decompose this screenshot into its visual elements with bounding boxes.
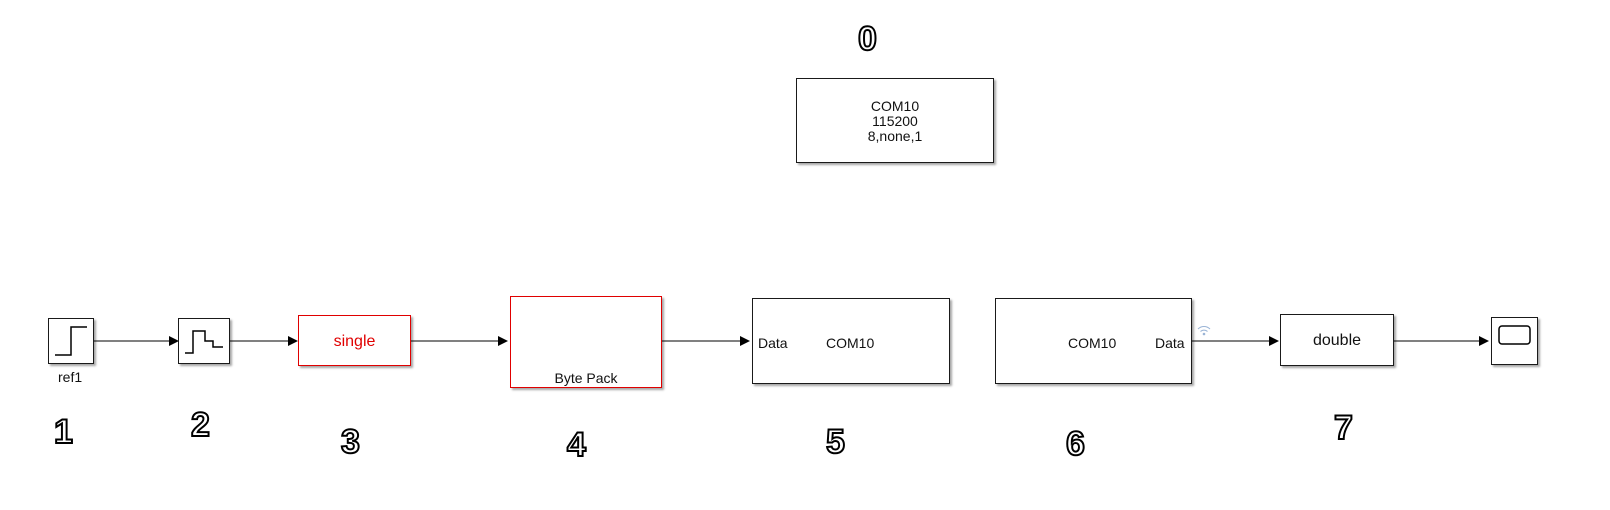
label-6: 6 [1065,425,1086,463]
convert-double-block[interactable]: double [1280,314,1394,366]
label-2: 2 [190,406,211,444]
serial-config-block[interactable]: COM10 115200 8,none,1 [796,78,994,163]
scope-block[interactable] [1491,317,1538,365]
serial-receive-port: COM10 [1068,335,1117,351]
step-icon [55,326,87,356]
convert-single-block[interactable]: single [298,315,411,366]
zero-order-hold-block[interactable] [178,318,230,364]
config-baud: 115200 [872,113,918,129]
scope-icon [1498,325,1531,345]
step-block-name: ref1 [58,369,83,385]
serial-receive-port-label: Data [1155,335,1185,351]
label-0: 0 [857,20,878,58]
label-5: 5 [825,423,846,461]
serial-receive-block[interactable]: COM10 Data [995,298,1192,384]
byte-pack-name: Byte Pack [554,370,618,386]
label-4: 4 [566,426,587,464]
config-format: 8,none,1 [867,128,923,144]
config-port: COM10 [870,98,920,114]
serial-send-block[interactable]: Data COM10 [752,298,950,384]
serial-config-text: COM10 115200 8,none,1 [797,99,993,144]
serial-send-port-label: Data [758,335,788,351]
serial-send-port: COM10 [826,335,875,351]
label-3: 3 [340,423,361,461]
convert-double-text: double [1312,332,1362,349]
wireless-icon [1197,326,1211,336]
convert-single-text: single [333,333,376,350]
byte-pack-block[interactable]: Byte Pack [510,296,662,388]
label-7: 7 [1333,409,1354,447]
zero-order-hold-icon [185,330,223,354]
label-1: 1 [53,413,74,451]
step-block[interactable] [48,318,94,364]
